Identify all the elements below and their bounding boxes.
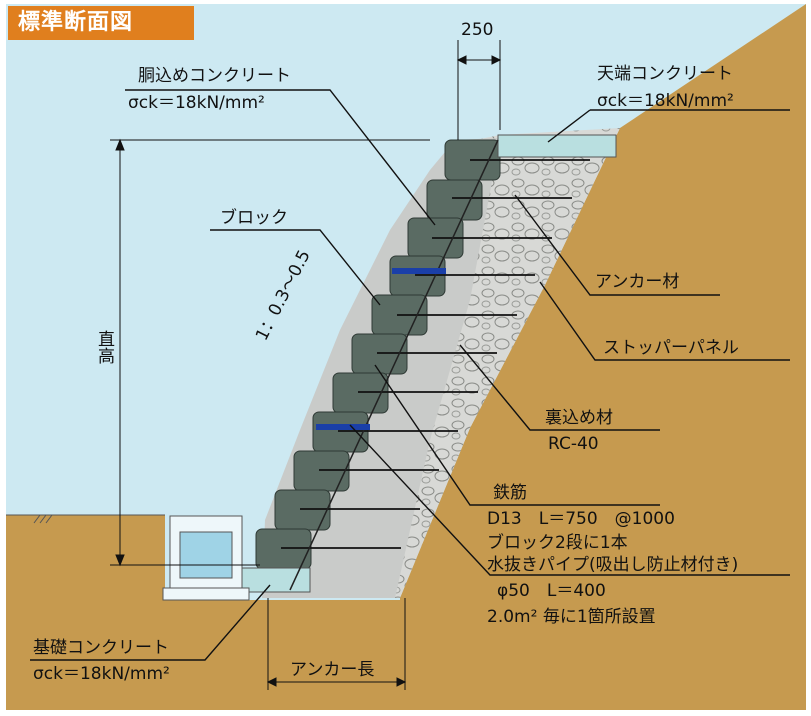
rebar-note: ブロック2段に1本 (487, 533, 628, 553)
rebar-line (289, 139, 499, 591)
leader-lines (30, 89, 790, 661)
filling-concrete-spec: σck＝18kN/mm² (128, 93, 265, 113)
foundation-concrete-spec: σck＝18kN/mm² (33, 664, 170, 684)
rebar-spec: D13 L＝750 @1000 (487, 509, 675, 529)
anchor-label: アンカー材 (595, 272, 680, 292)
drain-pipe-upper (392, 268, 446, 274)
backfill-spec: RC-40 (548, 434, 599, 454)
height-label: 直高 (94, 330, 114, 364)
anchor-length-label: アンカー長 (290, 660, 375, 680)
drain-pipe-spec: φ50 L＝400 (497, 581, 606, 601)
page-title: 標準断面図 (8, 6, 194, 40)
top-concrete-spec: σck＝18kN/mm² (597, 91, 734, 111)
filling-concrete-label: 胴込めコンクリート (138, 66, 291, 86)
top-concrete-label: 天端コンクリート (597, 64, 733, 84)
drain-pipe-note: 2.0m² 毎に1箇所設置 (487, 607, 656, 627)
top-width-dimension (456, 40, 502, 140)
block-label: ブロック (220, 208, 288, 228)
drain-pipe-lower (316, 424, 370, 430)
foundation-concrete-label: 基礎コンクリート (33, 638, 169, 658)
block-stack (255, 139, 501, 570)
height-dimension (110, 138, 430, 567)
anchor-length-dimension (266, 598, 407, 690)
top-concrete (497, 134, 617, 158)
stopper-panel-label: ストッパーパネル (603, 338, 739, 358)
rebar-label: 鉄筋 (493, 483, 527, 503)
drain-pipe-label: 水抜きパイプ(吸出し防止材付き) (487, 555, 739, 575)
backfill-label: 裏込め材 (545, 408, 613, 428)
soil-area (6, 4, 806, 710)
top-width-label: 250 (461, 20, 494, 40)
